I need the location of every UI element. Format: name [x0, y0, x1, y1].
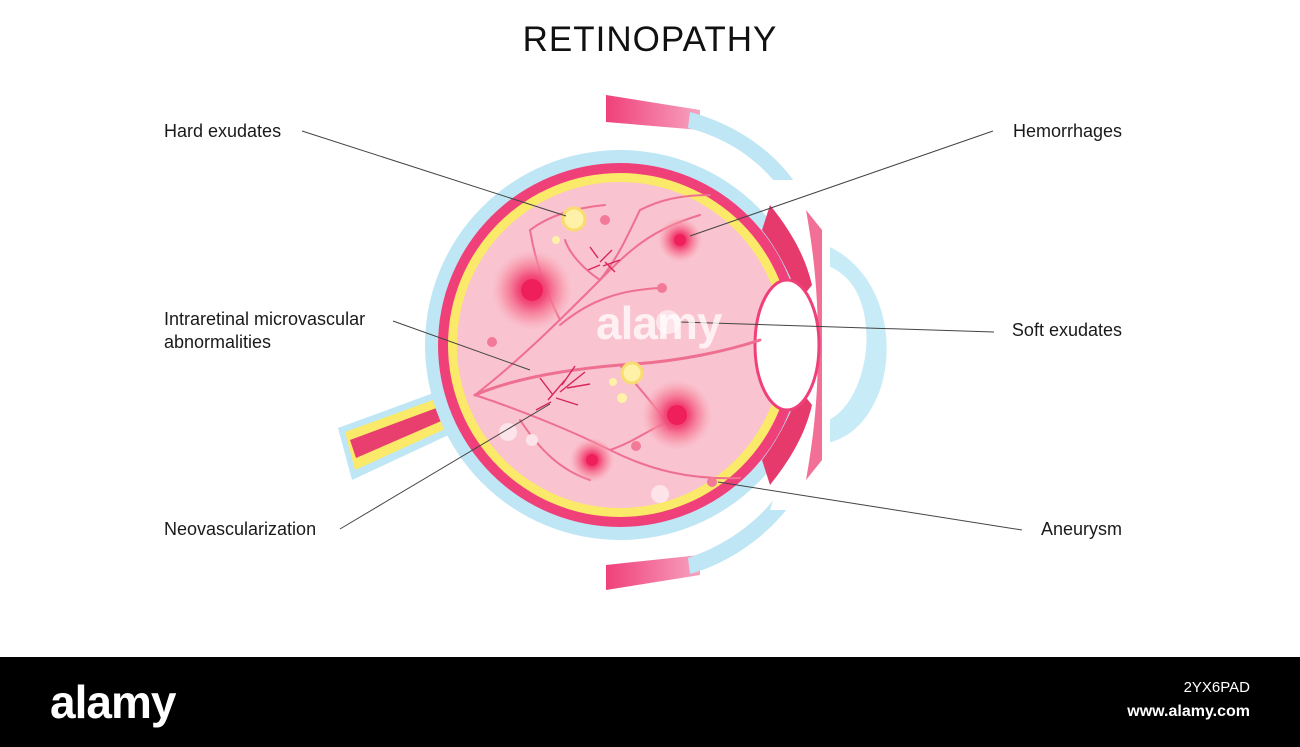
leader-hard-exudates	[301, 130, 567, 217]
cornea	[810, 240, 887, 445]
leader-aneurysm	[717, 481, 1023, 531]
ciliary-body-upper	[762, 205, 812, 300]
leader-hemorrhages	[689, 130, 994, 237]
aneurysms	[487, 215, 717, 487]
eye-diagram	[301, 95, 1023, 590]
leader-lines	[301, 130, 1023, 531]
leader-irma	[392, 320, 531, 371]
leader-neovascularization	[339, 403, 551, 530]
label-aneurysm: Aneurysm	[1040, 519, 1122, 539]
lens	[753, 278, 821, 412]
muscle-sheath-upper	[688, 112, 810, 215]
label-soft-exudates: Soft exudates	[1011, 320, 1122, 340]
brand-logo: alamy	[50, 676, 176, 728]
hard-exudates	[552, 206, 644, 403]
lower-muscle	[606, 555, 700, 590]
soft-exudates	[499, 310, 680, 503]
diagram-title: RETINOPATHY	[522, 20, 778, 59]
image-id: 2YX6PAD	[1183, 679, 1250, 696]
label-irma-line1: Intraretinal microvascular	[164, 309, 366, 329]
label-hard-exudates: Hard exudates	[164, 121, 282, 141]
label-hemorrhages: Hemorrhages	[1012, 121, 1122, 141]
site-url: www.alamy.com	[1127, 703, 1250, 720]
iris	[806, 210, 822, 480]
label-irma-line2: abnormalities	[164, 332, 272, 352]
neovascular-tufts	[535, 246, 621, 411]
upper-muscle	[606, 95, 700, 130]
watermark: alamy	[596, 297, 722, 349]
label-neovascularization: Neovascularization	[164, 519, 317, 539]
ciliary-body-lower	[762, 390, 812, 485]
hemorrhages	[492, 218, 712, 482]
leader-soft-exudates	[679, 321, 995, 333]
footer-bar: alamy 2YX6PAD www.alamy.com	[0, 657, 1300, 747]
